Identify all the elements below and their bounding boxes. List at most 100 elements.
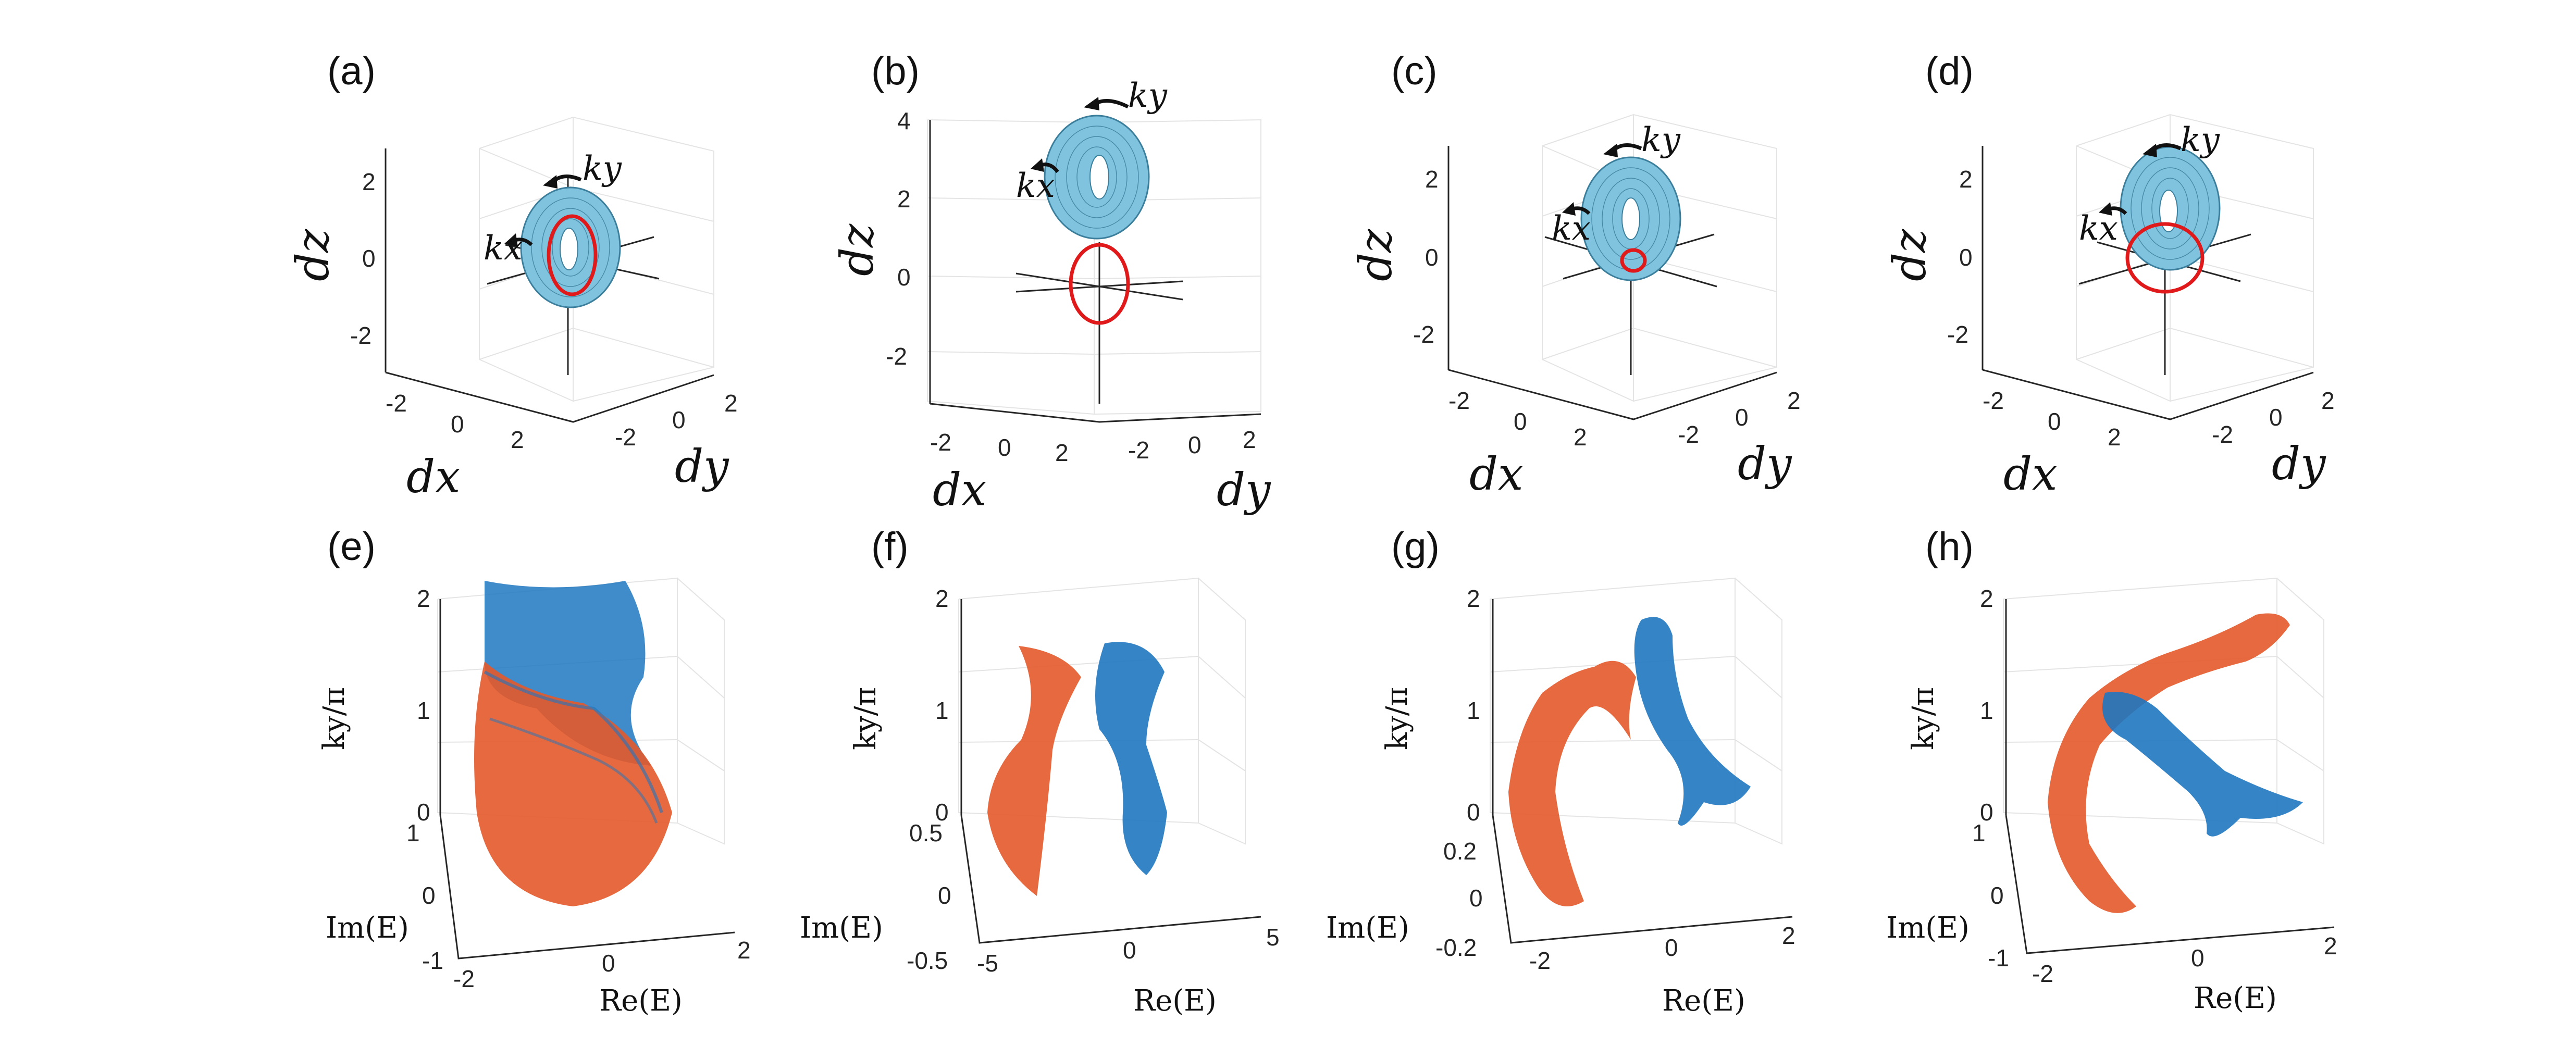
y-tick: -2 <box>615 423 636 451</box>
k-arrows <box>2099 143 2182 216</box>
z-tick: 0 <box>1425 244 1439 271</box>
z-axis-label: ky/π <box>1380 687 1414 750</box>
y-tick: 2 <box>2321 387 2335 414</box>
x-tick: -2 <box>930 429 951 456</box>
axes-box <box>958 577 1261 944</box>
torus <box>487 177 660 375</box>
im-tick: -1 <box>1988 944 2009 971</box>
z-axis-label: dz <box>832 223 884 276</box>
spectrum-bands <box>1508 617 1751 906</box>
re-tick: 0 <box>602 950 615 977</box>
y-axis-label: dy <box>2272 438 2326 490</box>
spectrum-bands <box>474 581 672 906</box>
re-tick: 5 <box>1266 924 1280 951</box>
z-tick: 0 <box>1959 244 1973 271</box>
x-axis-label: Re(E) <box>1662 984 1745 1018</box>
panel-label: (e) <box>327 525 376 569</box>
re-tick: -5 <box>977 950 998 977</box>
z-tick: 1 <box>1980 697 1993 724</box>
im-tick: 0 <box>1990 882 2004 909</box>
z-tick: 2 <box>1425 166 1439 193</box>
ky-label: ky <box>583 149 622 188</box>
re-tick: 2 <box>2324 932 2337 960</box>
band-blue <box>1634 617 1751 826</box>
im-tick: 1 <box>406 819 420 846</box>
y-axis-label: Im(E) <box>1326 911 1409 945</box>
z-axis-label: ky/π <box>1906 687 1940 750</box>
panel-label: (h) <box>1925 525 1974 569</box>
y-tick: 0 <box>672 406 686 433</box>
panel-c: (c) 2 0 -2 -2 0 2 -2 0 2 dz dx dy <box>1350 49 1801 501</box>
band-blue <box>2102 692 2303 837</box>
panel-g: (g) 2 1 0 0.2 0 -0.2 -2 0 2 ky/π Im(E) R… <box>1326 525 1795 1018</box>
x-axis-label: dx <box>933 464 987 516</box>
panel-label: (b) <box>871 49 920 93</box>
band-orange <box>1508 661 1636 906</box>
x-axis-label: Re(E) <box>1133 984 1217 1018</box>
kx-label: kx <box>1552 209 1591 248</box>
z-axis-label: dz <box>287 229 339 281</box>
z-tick: 2 <box>1980 585 1993 612</box>
x-axis-label: dx <box>2003 448 2058 501</box>
kx-label: kx <box>484 229 523 268</box>
z-tick: 0 <box>897 264 911 291</box>
z-tick: 1 <box>935 697 949 724</box>
im-tick: -0.5 <box>907 947 948 974</box>
y-axis-label: dy <box>1217 464 1271 516</box>
x-tick: 0 <box>1514 408 1527 435</box>
x-tick: 2 <box>511 426 524 453</box>
k-arrows <box>504 175 582 247</box>
z-tick: 2 <box>935 585 949 612</box>
y-tick: 0 <box>1188 431 1202 458</box>
panel-label: (c) <box>1391 49 1438 93</box>
im-tick: 1 <box>1972 819 1986 846</box>
re-tick: -2 <box>2032 960 2053 987</box>
im-tick: 0 <box>422 882 436 909</box>
z-tick: 0 <box>362 245 376 272</box>
z-tick: 0 <box>935 799 949 826</box>
torus <box>1544 156 1717 375</box>
y-tick: -2 <box>2212 421 2233 448</box>
k-arrows <box>1031 97 1129 173</box>
axes-box <box>927 119 1261 423</box>
z-axis-label: ky/π <box>849 687 883 750</box>
band-blue <box>1095 642 1167 875</box>
ky-label: ky <box>1128 77 1168 115</box>
z-tick: 1 <box>417 697 430 724</box>
d-vector-loop <box>1620 248 1647 273</box>
z-axis-label: dz <box>1350 229 1402 281</box>
z-tick: 2 <box>1467 585 1480 612</box>
z-tick: -2 <box>886 343 907 370</box>
re-tick: -2 <box>453 965 475 992</box>
kx-label: kx <box>1016 167 1055 205</box>
z-tick: -2 <box>350 322 371 349</box>
x-tick: -2 <box>1983 387 2004 414</box>
im-tick: 0.5 <box>909 819 943 846</box>
z-tick: 2 <box>1959 166 1973 193</box>
re-tick: 0 <box>1123 937 1136 964</box>
re-tick: 0 <box>1665 934 1678 961</box>
im-tick: -1 <box>422 947 443 974</box>
y-tick: 2 <box>1787 387 1801 414</box>
torus <box>2078 146 2251 375</box>
x-tick: -2 <box>1448 387 1470 414</box>
band-orange <box>474 662 672 906</box>
im-tick: -0.2 <box>1435 934 1477 961</box>
z-tick: 0 <box>1980 799 1993 826</box>
re-tick: 2 <box>737 937 751 964</box>
x-axis-label: Re(E) <box>599 984 683 1018</box>
y-axis-label: Im(E) <box>1886 911 1970 945</box>
d-vector-loop <box>2125 222 2205 294</box>
re-tick: 0 <box>2191 944 2205 971</box>
z-tick: 2 <box>362 168 376 195</box>
z-tick: 0 <box>417 799 430 826</box>
im-tick: 0 <box>1469 884 1483 912</box>
x-tick: 0 <box>2048 408 2061 435</box>
band-orange <box>2048 613 2290 913</box>
y-tick: 2 <box>1243 426 1256 453</box>
panel-f: (f) 2 1 0 0.5 0 -0.5 -5 0 5 ky/π Im(E) R… <box>800 525 1280 1018</box>
z-tick: 2 <box>417 585 430 612</box>
panel-b: (b) 4 2 0 -2 -2 0 2 -2 0 2 dz dx dy <box>832 49 1271 516</box>
panel-d: (d) 2 0 -2 -2 0 2 -2 0 2 dz dx dy <box>1884 49 2335 501</box>
band-blue <box>485 581 651 766</box>
